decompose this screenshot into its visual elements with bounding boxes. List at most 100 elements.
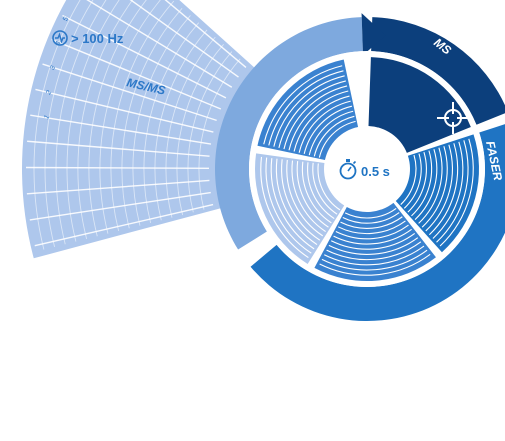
fan-line — [26, 179, 210, 195]
fan-line — [51, 38, 222, 110]
cycle-ring — [215, 13, 505, 322]
segment-line — [265, 157, 312, 254]
scale-numbers: 123456789101112 — [43, 16, 70, 121]
heartbeat-circle-icon — [52, 30, 68, 46]
segment-line — [318, 120, 356, 158]
segment-line — [273, 75, 345, 147]
ring-arrow-head — [361, 13, 386, 56]
fan-arc — [55, 0, 107, 245]
fan-arc — [198, 58, 241, 210]
segment-line — [313, 115, 355, 157]
segment-line — [418, 147, 443, 224]
ring-arc-ms — [371, 17, 505, 125]
fan-line — [35, 88, 214, 133]
fan-arc — [110, 0, 175, 232]
segment-line — [439, 138, 474, 247]
fan-arc — [88, 0, 147, 237]
segment-line — [342, 212, 400, 224]
fan-line — [86, 0, 233, 88]
cycle-segments — [255, 57, 479, 281]
fan-line — [27, 140, 210, 157]
fan-line — [129, 0, 239, 78]
cycle-segment — [368, 57, 471, 153]
segment-line — [275, 158, 318, 246]
ring-arc-msms — [215, 17, 363, 250]
segment-line — [411, 150, 433, 217]
fan-line — [29, 191, 211, 221]
segment-line — [291, 160, 326, 232]
segment-line — [403, 153, 422, 209]
segment-line — [340, 216, 403, 229]
segment-line — [321, 249, 428, 271]
segment-line — [421, 146, 448, 228]
fan-arc — [99, 0, 161, 234]
cycle-time: 0.5 s — [339, 159, 390, 180]
segment-line — [298, 100, 351, 153]
fan-arc — [176, 44, 224, 216]
frequency-label: > 100 Hz — [71, 31, 124, 46]
fan-line — [164, 0, 247, 68]
segment-line — [281, 159, 321, 241]
segment-line — [303, 105, 353, 155]
fan-arc — [121, 7, 183, 229]
fan-arc — [77, 0, 134, 240]
segment-line — [301, 161, 332, 224]
cycle-time-label: 0.5 s — [361, 164, 390, 179]
fan-line — [62, 14, 227, 99]
segment-line — [344, 207, 397, 219]
segment-line — [286, 159, 324, 237]
segment-line — [308, 110, 354, 156]
fan-line — [30, 114, 212, 145]
scale-number: 4 — [55, 40, 63, 47]
segment-line — [283, 85, 348, 150]
segment-line — [337, 220, 406, 235]
cycle-segment — [314, 202, 436, 281]
fan-arc — [143, 22, 200, 224]
fan-arc — [132, 15, 191, 226]
segment-line — [288, 90, 349, 151]
fan-line — [42, 63, 217, 122]
msms-fan-lines — [26, 0, 247, 250]
segment-line — [414, 149, 438, 221]
ring-arc-faser — [250, 124, 505, 322]
segment-line — [335, 224, 409, 240]
scale-number: 5 — [62, 16, 70, 23]
fan-line — [26, 166, 210, 170]
segment-line — [436, 140, 469, 243]
scale-number: 3 — [49, 64, 57, 71]
fan-arc — [154, 29, 208, 221]
scale-number: 2 — [45, 89, 53, 96]
segment-line — [268, 70, 344, 146]
fan-arc — [187, 51, 233, 213]
stopwatch-icon — [339, 159, 357, 180]
msms-fan — [22, 0, 256, 259]
segment-line — [296, 161, 329, 228]
segment-line — [312, 162, 338, 215]
segment-line — [333, 228, 412, 245]
scale-number: 1 — [43, 114, 51, 121]
segment-line — [326, 241, 422, 261]
segment-line — [425, 144, 453, 232]
segment-line — [293, 95, 350, 152]
center-disc — [327, 129, 407, 209]
segment-line — [324, 245, 425, 266]
segment-line — [270, 158, 315, 250]
msms-fan-background — [22, 0, 256, 259]
segment-line — [317, 163, 341, 211]
fan-arc — [66, 0, 120, 242]
fan-line — [34, 203, 214, 247]
segment-line — [432, 141, 464, 239]
segment-line — [319, 253, 431, 276]
segment-line — [407, 151, 427, 213]
segment-line — [400, 154, 417, 205]
fan-arc — [44, 0, 94, 248]
segment-line — [260, 156, 309, 259]
crosshair-icon — [437, 102, 469, 134]
fan-arc — [165, 36, 216, 218]
segment-line — [263, 65, 343, 145]
segment-line — [328, 237, 419, 255]
frequency-indicator: > 100 Hz — [52, 30, 124, 46]
segment-line — [330, 233, 416, 250]
segment-line — [307, 162, 335, 219]
